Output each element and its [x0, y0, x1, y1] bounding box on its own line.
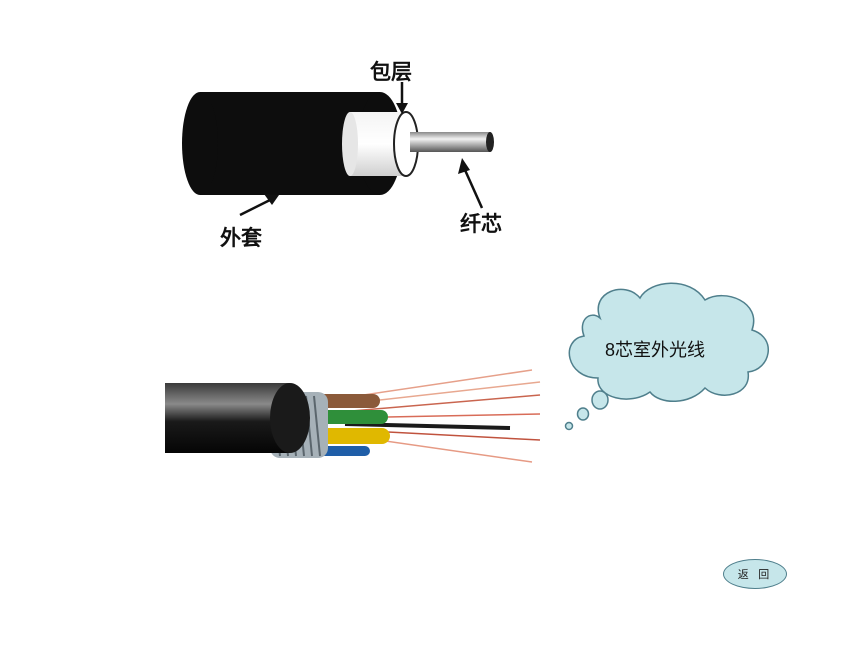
back-button[interactable]: 返 回: [723, 559, 787, 589]
cladding-shape: [342, 111, 419, 177]
thought-dots: [564, 390, 609, 431]
core-shape: [410, 132, 494, 152]
label-arrows: [239, 82, 484, 217]
label-core: 纤芯: [460, 212, 502, 236]
cable-jacket: [165, 383, 310, 453]
cloud-shape: [568, 282, 769, 403]
fiber-structure-diagram: [182, 82, 494, 217]
callout-text: 8芯室外光线: [604, 340, 705, 360]
outdoor-cable-image: [165, 369, 541, 463]
label-cladding: 包层: [370, 60, 412, 84]
label-jacket: 外套: [220, 226, 262, 250]
